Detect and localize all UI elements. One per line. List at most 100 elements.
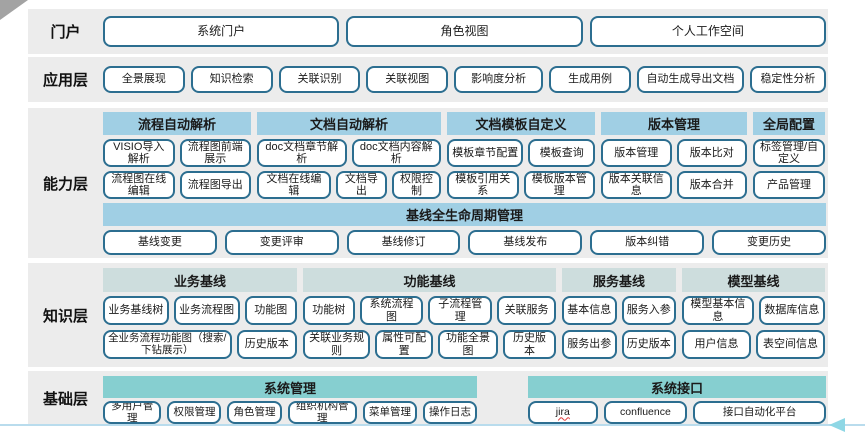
foundation-nodes: 系统管理 多用户管理 权限管理 角色管理 组织机构管理 菜单管理 操作日志 系统… bbox=[103, 371, 828, 425]
diagram-node: 菜单管理 bbox=[362, 401, 417, 424]
diagram-node: 历史版本 bbox=[236, 330, 297, 359]
group-version-management: 版本管理 版本管理 版本比对 版本关联信息 版本合并 bbox=[601, 112, 747, 199]
diagram-node: 流程图前端展示 bbox=[179, 139, 251, 167]
diagram-node: VISIO导入解析 bbox=[103, 139, 175, 167]
diagram-node: 产品管理 bbox=[753, 171, 825, 199]
diagram-node: doc文档章节解析 bbox=[257, 139, 347, 167]
group-header: 模型基线 bbox=[682, 268, 825, 292]
diagram-node: 基线变更 bbox=[103, 230, 217, 255]
application-layer-band: 应用层 全景展现 知识检索 关联识别 关联视图 影响度分析 生成用例 自动生成导… bbox=[28, 57, 828, 102]
diagram-node: 关联业务规则 bbox=[303, 330, 371, 359]
diagram-node: 业务基线树 bbox=[103, 296, 169, 325]
diagram-node: 历史版本 bbox=[621, 330, 676, 359]
group-function-baseline: 功能基线 功能树 系统流程图 子流程管理 关联服务 关联业务规则 属性可配置 功… bbox=[303, 268, 557, 367]
diagram-node: 操作日志 bbox=[422, 401, 477, 424]
diagram-node: 版本合并 bbox=[676, 171, 747, 199]
application-nodes: 全景展现 知识检索 关联识别 关联视图 影响度分析 生成用例 自动生成导出文档 … bbox=[103, 57, 828, 102]
diagram-node: 用户信息 bbox=[682, 330, 751, 359]
group-system-management: 系统管理 多用户管理 权限管理 角色管理 组织机构管理 菜单管理 操作日志 bbox=[103, 376, 477, 425]
group-header: 系统管理 bbox=[103, 376, 477, 398]
diagram-node: 权限控制 bbox=[391, 171, 441, 199]
diagram-node: doc文档内容解析 bbox=[351, 139, 441, 167]
foundation-layer-band: 基础层 系统管理 多用户管理 权限管理 角色管理 组织机构管理 菜单管理 操作日… bbox=[28, 371, 828, 425]
diagram-node: 功能图 bbox=[244, 296, 298, 325]
group-header: 版本管理 bbox=[601, 112, 747, 135]
diagram-node: 权限管理 bbox=[167, 401, 222, 424]
diagram-node: 版本纠错 bbox=[590, 230, 705, 255]
diagram-node: 知识检索 bbox=[190, 66, 273, 93]
group-header: 业务基线 bbox=[103, 268, 297, 292]
diagram-node: 变更历史 bbox=[712, 230, 826, 255]
diagram-node: 属性可配置 bbox=[375, 330, 433, 359]
diagram-node: 功能树 bbox=[303, 296, 355, 325]
layer-label-knowledge: 知识层 bbox=[42, 307, 88, 325]
diagram-node: 系统流程图 bbox=[359, 296, 424, 325]
diagram-node: 全业务流程功能图（搜索/下钻展示） bbox=[103, 330, 232, 359]
diagram-node: 系统门户 bbox=[103, 16, 340, 47]
group-header: 文档模板自定义 bbox=[447, 112, 595, 135]
diagram-node: 个人工作空间 bbox=[589, 16, 826, 47]
group-global-config: 全局配置 标签管理/自定义 产品管理 bbox=[753, 112, 825, 199]
diagram-node: 基线修订 bbox=[346, 230, 461, 255]
diagram-node: 表空间信息 bbox=[756, 330, 825, 359]
group-header: 文档自动解析 bbox=[257, 112, 441, 135]
capability-layer-band: 能力层 流程自动解析 VISIO导入解析 流程图前端展示 流程图在线编辑 流程图… bbox=[28, 108, 828, 258]
diagram-node: 模型基本信息 bbox=[682, 296, 754, 325]
knowledge-nodes: 业务基线 业务基线树 业务流程图 功能图 全业务流程功能图（搜索/下钻展示） 历… bbox=[103, 263, 828, 367]
portal-nodes: 系统门户 角色视图 个人工作空间 bbox=[103, 9, 828, 54]
diagram-node: 文档在线编辑 bbox=[257, 171, 331, 199]
diagram-node: 版本比对 bbox=[676, 139, 747, 167]
diagram-node: 关联服务 bbox=[497, 296, 557, 325]
diagram-node: 标签管理/自定义 bbox=[753, 139, 825, 167]
diagram-node: 组织机构管理 bbox=[287, 401, 357, 424]
group-doc-template-custom: 文档模板自定义 模板章节配置 模板查询 模板引用关系 模板版本管理 bbox=[447, 112, 595, 199]
group-header: 系统接口 bbox=[528, 376, 826, 398]
diagram-node: 多用户管理 bbox=[103, 401, 162, 424]
diagram-node: 基本信息 bbox=[562, 296, 617, 325]
diagram-node: jira bbox=[528, 401, 598, 424]
diagram-node: 关联识别 bbox=[278, 66, 361, 93]
diagram-node: 文档导出 bbox=[335, 171, 387, 199]
layer-label-capability: 能力层 bbox=[42, 175, 88, 193]
group-doc-auto-parse: 文档自动解析 doc文档章节解析 doc文档内容解析 文档在线编辑 文档导出 权… bbox=[257, 112, 441, 199]
diagram-node: 数据库信息 bbox=[758, 296, 825, 325]
group-business-baseline: 业务基线 业务基线树 业务流程图 功能图 全业务流程功能图（搜索/下钻展示） 历… bbox=[103, 268, 298, 367]
diagram-node: 模板查询 bbox=[528, 139, 595, 167]
diagram-node: 流程图在线编辑 bbox=[103, 171, 175, 199]
left-arrow-icon bbox=[829, 418, 845, 432]
layer-label-foundation: 基础层 bbox=[42, 390, 88, 408]
diagram-node: 变更评审 bbox=[224, 230, 339, 255]
group-model-baseline: 模型基线 模型基本信息 数据库信息 用户信息 表空间信息 bbox=[682, 268, 825, 367]
group-service-baseline: 服务基线 基本信息 服务入参 服务出参 历史版本 bbox=[562, 268, 676, 367]
diagram-node: 模板章节配置 bbox=[447, 139, 524, 167]
group-header: 流程自动解析 bbox=[103, 112, 251, 135]
group-header: 功能基线 bbox=[303, 268, 556, 292]
layer-label-portal: 门户 bbox=[50, 24, 81, 41]
diagram-node: 角色视图 bbox=[346, 16, 583, 47]
diagram-node: 子流程管理 bbox=[428, 296, 493, 325]
diagram-node: 关联视图 bbox=[366, 66, 449, 93]
diagram-node: 业务流程图 bbox=[173, 296, 240, 325]
diagram-node: 服务出参 bbox=[562, 330, 617, 359]
diagram-node: 稳定性分析 bbox=[749, 66, 826, 93]
diagram-node: 版本管理 bbox=[601, 139, 672, 167]
corner-fold-decoration bbox=[0, 0, 28, 20]
diagram-node: 自动生成导出文档 bbox=[636, 66, 744, 93]
jira-node-label: jira bbox=[555, 405, 570, 418]
diagram-node: 模板版本管理 bbox=[523, 171, 595, 199]
group-header: 服务基线 bbox=[562, 268, 676, 292]
capability-nodes: 流程自动解析 VISIO导入解析 流程图前端展示 流程图在线编辑 流程图导出 文… bbox=[103, 108, 828, 258]
diagram-node: 影响度分析 bbox=[454, 66, 544, 93]
diagram-node: 接口自动化平台 bbox=[693, 401, 826, 424]
diagram-node: 角色管理 bbox=[227, 401, 282, 424]
diagram-node: confluence bbox=[603, 401, 688, 424]
diagram-node: 服务入参 bbox=[621, 296, 676, 325]
knowledge-layer-band: 知识层 业务基线 业务基线树 业务流程图 功能图 全业务流程功能图（搜索/下钻展… bbox=[28, 263, 828, 367]
diagram-node: 基线发布 bbox=[468, 230, 583, 255]
baseline-lifecycle-header: 基线全生命周期管理 bbox=[103, 203, 826, 226]
layer-label-application: 应用层 bbox=[42, 72, 88, 89]
group-system-interface: 系统接口 jira confluence 接口自动化平台 bbox=[528, 376, 826, 425]
diagram-node: 功能全景图 bbox=[437, 330, 499, 359]
portal-layer-band: 门户 系统门户 角色视图 个人工作空间 bbox=[28, 9, 828, 54]
